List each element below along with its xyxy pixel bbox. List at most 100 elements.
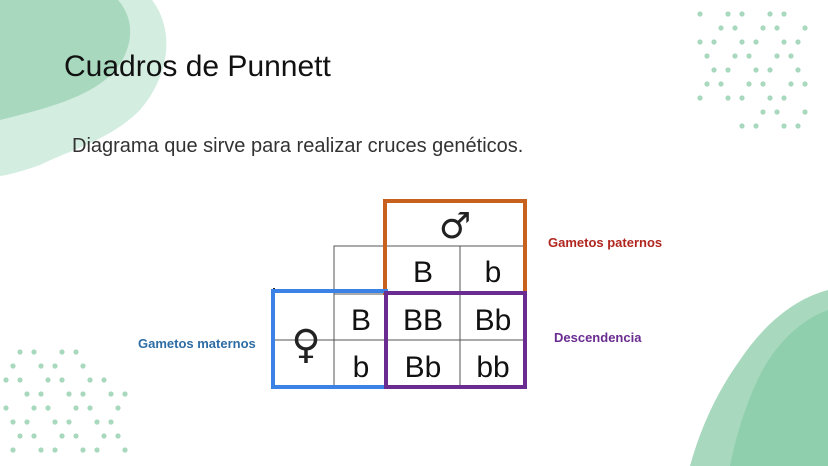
decor-dot (10, 363, 16, 369)
decor-dot (795, 67, 801, 73)
decor-dot (38, 391, 44, 397)
decor-dot (711, 39, 717, 45)
decor-dot (38, 363, 44, 369)
maternal-gamete: b (353, 351, 370, 384)
decor-dot (753, 67, 759, 73)
decor-dot (753, 123, 759, 129)
decor-dot (802, 25, 808, 31)
decor-dot (767, 67, 773, 73)
decor-dot (802, 109, 808, 115)
offspring-genotype: Bb (405, 351, 442, 384)
decor-dot (697, 39, 703, 45)
offspring-box (384, 291, 527, 389)
decor-dot (108, 391, 114, 397)
decor-dot (52, 447, 58, 453)
decor-dot (73, 349, 79, 355)
decor-dot (704, 81, 710, 87)
decor-dot (781, 11, 787, 17)
offspring-label: Descendencia (554, 330, 642, 345)
decor-dot (753, 39, 759, 45)
decor-dot (115, 433, 121, 439)
decor-dot (725, 67, 731, 73)
decor-dot (739, 123, 745, 129)
decor-dot (101, 377, 107, 383)
decor-dot (101, 433, 107, 439)
decor-dot (59, 349, 65, 355)
decor-dot (697, 11, 703, 17)
decor-dot (122, 447, 128, 453)
decor-dot (66, 419, 72, 425)
offspring-genotype: bb (476, 351, 509, 384)
decor-dot (59, 433, 65, 439)
slide-subtitle: Diagrama que sirve para realizar cruces … (72, 135, 524, 157)
decor-dot (732, 25, 738, 31)
decor-dot (24, 419, 30, 425)
decor-dot (17, 433, 23, 439)
decor-dot (788, 53, 794, 59)
decor-dot (788, 81, 794, 87)
decor-dot (17, 377, 23, 383)
decor-dot (80, 391, 86, 397)
decor-dot (45, 377, 51, 383)
decor-dot (66, 391, 72, 397)
decor-dot (760, 81, 766, 87)
slide-title: Cuadros de Punnett (64, 50, 331, 83)
decor-dot (760, 109, 766, 115)
decor-dot (17, 349, 23, 355)
decor-dot (122, 391, 128, 397)
decor-dot (73, 405, 79, 411)
top-right-dots (697, 11, 808, 129)
decor-dot (3, 377, 9, 383)
decor-dot (52, 363, 58, 369)
corner-cell (333, 245, 387, 295)
decor-dot (795, 39, 801, 45)
decor-dot (795, 123, 801, 129)
decor-dot (87, 377, 93, 383)
decor-dot (781, 39, 787, 45)
punnett-grid (273, 245, 524, 388)
decor-dot (24, 391, 30, 397)
decor-dot (739, 11, 745, 17)
decor-dot (94, 447, 100, 453)
offspring-genotype: BB (403, 304, 443, 337)
decor-dot (746, 81, 752, 87)
paternal-gamete: b (485, 256, 502, 289)
decor-dot (108, 419, 114, 425)
maternal-gametes-label: Gametos maternos (138, 336, 256, 351)
female-symbol: ♀ (291, 322, 320, 368)
bottom-left-dots (3, 349, 128, 453)
decor-dot (80, 363, 86, 369)
decor-dot (45, 405, 51, 411)
paternal-gametes-label: Gametos paternos (548, 235, 663, 250)
maternal-gamete: B (351, 304, 371, 337)
decor-dot (725, 95, 731, 101)
decor-dot (3, 405, 9, 411)
decor-dot (31, 349, 37, 355)
male-symbol: ♂ (439, 206, 471, 247)
decor-dot (711, 67, 717, 73)
decor-dot (73, 433, 79, 439)
top-left-blob-dark (0, 0, 131, 120)
decor-dot (94, 419, 100, 425)
offspring-genotype: Bb (475, 304, 512, 337)
decor-dot (87, 405, 93, 411)
decor-dot (767, 95, 773, 101)
decor-dot (704, 53, 710, 59)
decor-dot (802, 81, 808, 87)
decor-dot (38, 447, 44, 453)
decor-dot (781, 95, 787, 101)
decor-dot (718, 81, 724, 87)
bottom-right-blob-light (730, 310, 828, 466)
paternal-gamete: B (413, 256, 433, 289)
decor-dot (697, 95, 703, 101)
decor-dot (774, 25, 780, 31)
decor-dot (80, 447, 86, 453)
decor-dot (774, 53, 780, 59)
decor-dot (31, 433, 37, 439)
decor-dot (781, 123, 787, 129)
decor-dot (115, 405, 121, 411)
decor-dot (739, 95, 745, 101)
decor-dot (767, 11, 773, 17)
decor-dot (10, 419, 16, 425)
